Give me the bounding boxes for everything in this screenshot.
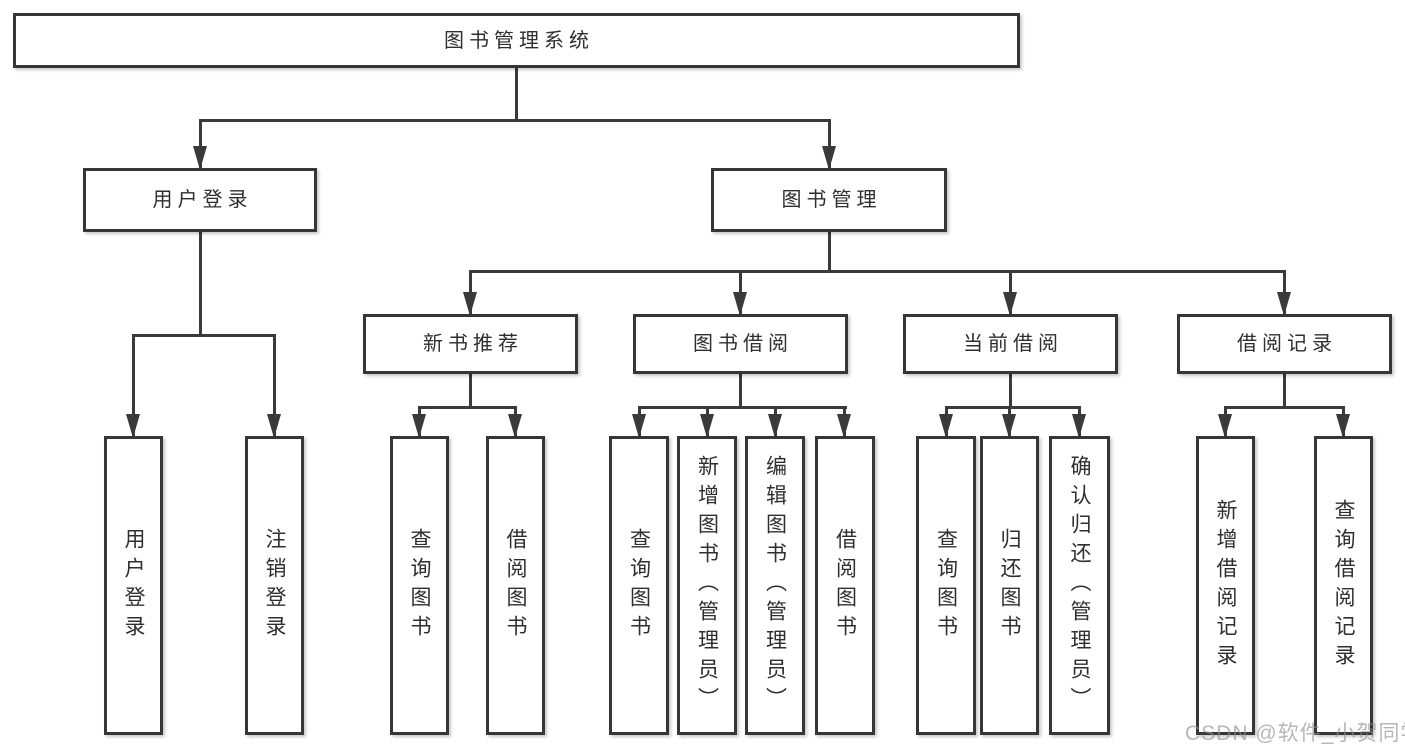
arrowhead-b1-icon (412, 414, 426, 438)
leaf-return-books: 归还图书 (980, 436, 1039, 735)
arrowhead-login-icon (126, 414, 140, 438)
arrowhead-d2-icon (1002, 414, 1016, 438)
connector-new-book-rail (418, 406, 517, 409)
arrowhead-b2-icon (508, 414, 522, 438)
connector-borrow-records-stem (1283, 373, 1286, 409)
connector-drop-login (132, 334, 135, 436)
node-book-management: 图书管理 (711, 168, 947, 232)
leaf-edit-books-admin: 编辑图书（管理员） (745, 436, 805, 735)
leaf-recommend-borrow-books: 借阅图书 (486, 436, 545, 735)
arrowhead-d1-icon (939, 414, 953, 438)
connector-drop-logout (273, 334, 276, 436)
leaf-edit-books-admin-label: 编辑图书（管理员） (763, 455, 787, 716)
arrowhead-new-book-icon (463, 292, 477, 316)
leaf-current-query-books-label: 查询图书 (934, 527, 958, 644)
leaf-query-borrow-record: 查询借阅记录 (1314, 436, 1373, 735)
arrowhead-book-mgmt-icon (822, 146, 836, 170)
arrowhead-current-borrow-icon (1003, 292, 1017, 316)
arrowhead-c2-icon (700, 414, 714, 438)
leaf-confirm-return-admin-label: 确认归还（管理员） (1068, 455, 1091, 716)
connector-borrow-records-rail (1224, 406, 1345, 409)
leaf-logout: 注销登录 (245, 436, 304, 735)
connector-new-book-stem (469, 373, 472, 409)
arrowhead-user-login-icon (193, 146, 207, 170)
arrowhead-d3-icon (1072, 414, 1086, 438)
leaf-user-login: 用户登录 (104, 436, 163, 735)
connector-current-borrow-stem (1009, 373, 1012, 409)
connector-user-login-stem (199, 232, 202, 336)
node-new-book-recommend-label: 新书推荐 (423, 333, 523, 355)
leaf-add-books-admin-label: 新增图书（管理员） (695, 455, 719, 716)
leaf-add-borrow-record: 新增借阅记录 (1196, 436, 1255, 735)
connector-book-mgmt-stem (828, 232, 831, 273)
arrowhead-c1-icon (632, 414, 646, 438)
leaf-borrow-books: 借阅图书 (815, 436, 875, 735)
connector-root-stem (515, 66, 518, 122)
leaf-borrow-query-books-label: 查询图书 (627, 527, 651, 644)
leaf-add-borrow-record-label: 新增借阅记录 (1214, 498, 1237, 673)
arrowhead-c4-icon (837, 414, 851, 438)
arrowhead-c3-icon (768, 414, 782, 438)
connector-drop-user-login (199, 119, 202, 169)
leaf-borrow-books-label: 借阅图书 (833, 527, 857, 644)
node-current-borrow-label: 当前借阅 (963, 333, 1063, 355)
connector-user-login-rail (132, 334, 276, 337)
arrowhead-borrow-records-icon (1277, 292, 1291, 316)
leaf-query-borrow-record-label: 查询借阅记录 (1332, 498, 1355, 673)
leaf-current-query-books: 查询图书 (916, 436, 976, 735)
connector-book-borrow-stem (739, 373, 742, 409)
connector-current-borrow-rail (945, 406, 1081, 409)
node-book-borrow: 图书借阅 (633, 314, 848, 374)
node-user-login: 用户登录 (83, 168, 317, 232)
leaf-add-books-admin: 新增图书（管理员） (677, 436, 737, 735)
node-root-label: 图书管理系统 (444, 29, 594, 52)
connector-drop-book-mgmt (828, 119, 831, 169)
leaf-recommend-query-books: 查询图书 (390, 436, 449, 735)
leaf-confirm-return-admin: 确认归还（管理员） (1049, 436, 1110, 735)
node-new-book-recommend: 新书推荐 (363, 314, 578, 374)
leaf-logout-label: 注销登录 (263, 527, 286, 644)
node-book-borrow-label: 图书借阅 (693, 333, 793, 355)
arrowhead-logout-icon (267, 414, 281, 438)
csdn-watermark: CSDN @软件_小贺同学 (1185, 722, 1405, 745)
leaf-user-login-label: 用户登录 (122, 527, 145, 644)
connector-l2-rail (199, 119, 831, 122)
node-current-borrow: 当前借阅 (903, 314, 1118, 374)
connector-book-borrow-rail (638, 406, 847, 409)
leaf-recommend-borrow-books-label: 借阅图书 (504, 527, 527, 644)
node-borrow-records-label: 借阅记录 (1237, 333, 1337, 355)
node-book-management-label: 图书管理 (781, 189, 882, 211)
arrowhead-e1-icon (1218, 414, 1232, 438)
arrowhead-e2-icon (1336, 414, 1350, 438)
node-user-login-label: 用户登录 (152, 189, 253, 211)
node-borrow-records: 借阅记录 (1177, 314, 1392, 374)
arrowhead-book-borrow-icon (733, 292, 747, 316)
leaf-return-books-label: 归还图书 (998, 527, 1021, 644)
connector-l3-rail (469, 270, 1286, 273)
leaf-borrow-query-books: 查询图书 (609, 436, 669, 735)
leaf-recommend-query-books-label: 查询图书 (408, 527, 431, 644)
node-root: 图书管理系统 (13, 13, 1020, 68)
